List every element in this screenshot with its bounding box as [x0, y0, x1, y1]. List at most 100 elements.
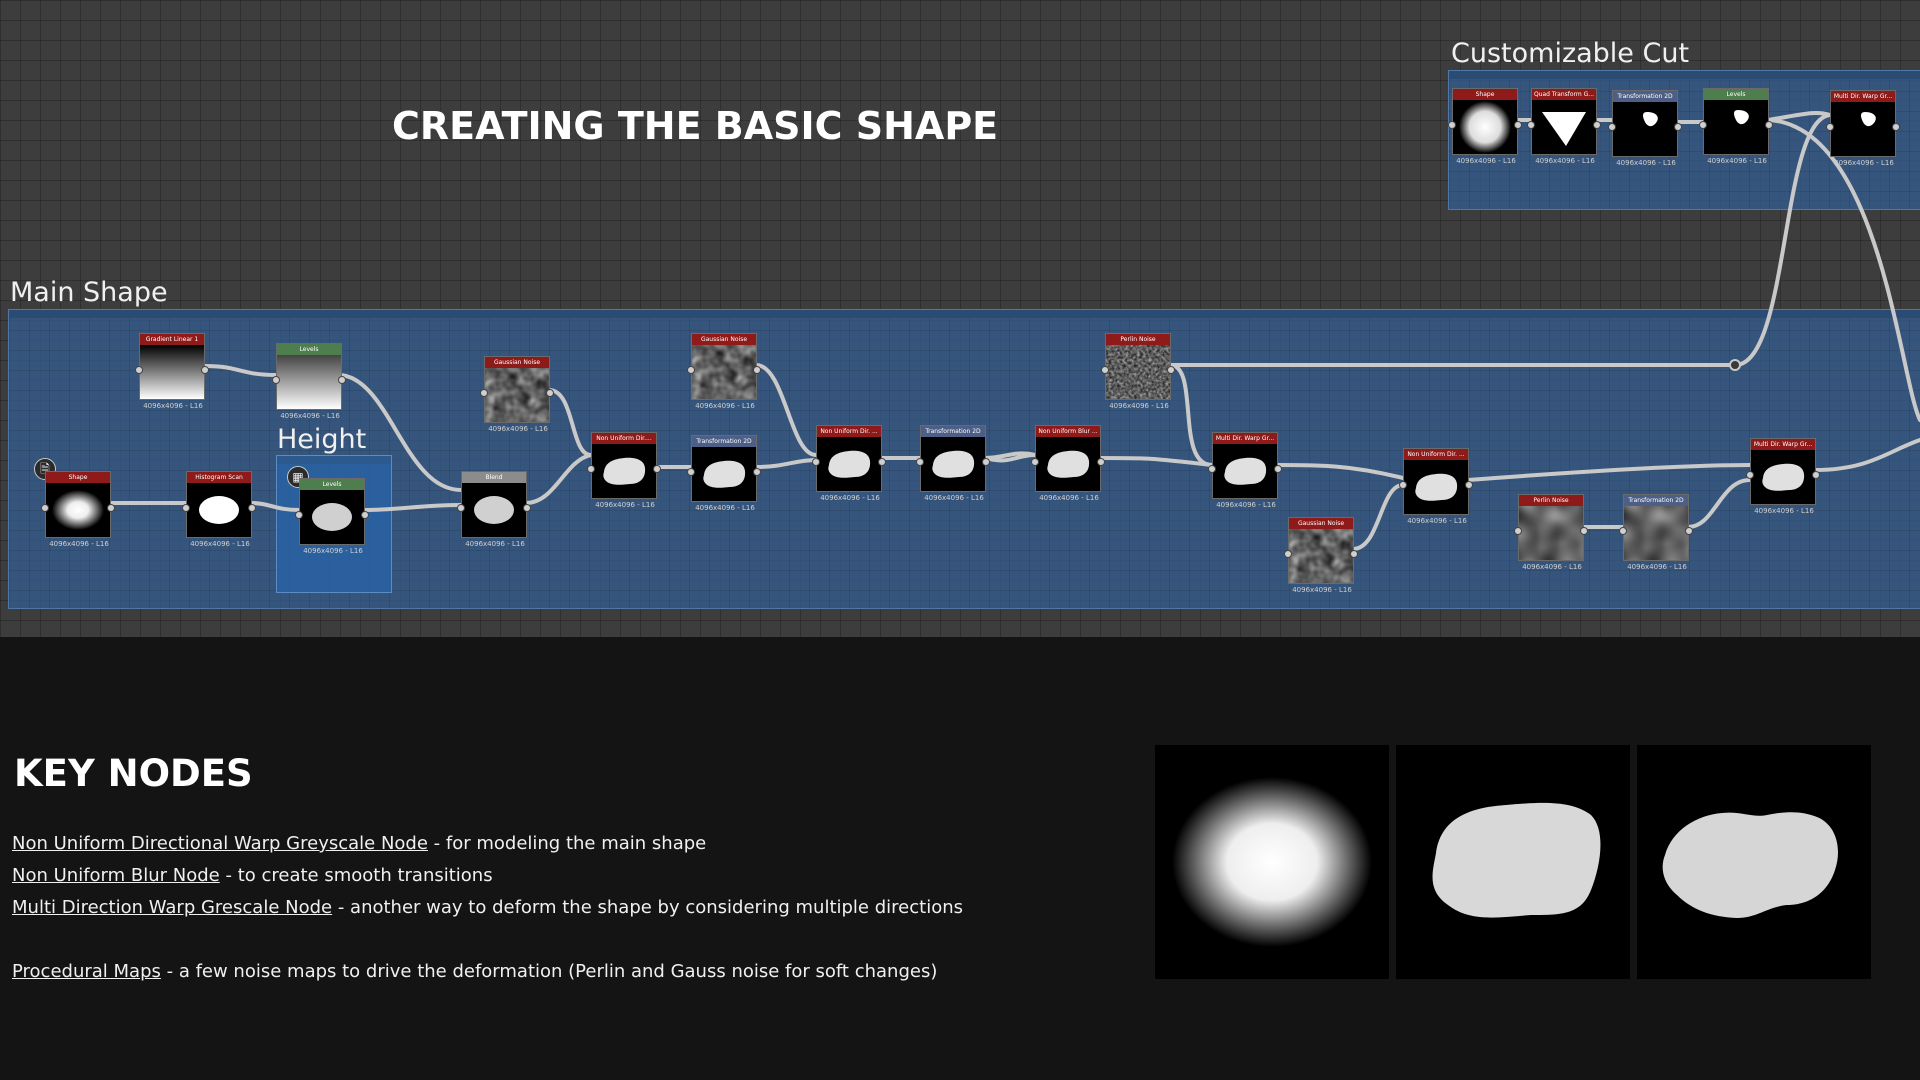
output-port[interactable]	[1580, 527, 1588, 535]
input-port[interactable]	[1514, 527, 1522, 535]
output-port[interactable]	[982, 458, 990, 466]
output-port[interactable]	[1765, 121, 1773, 129]
node-thumbnail	[1036, 437, 1100, 491]
input-port[interactable]	[1101, 366, 1109, 374]
node-cut-quad[interactable]: Quad Transform G...4096x4096 - L16	[1527, 88, 1601, 165]
input-port[interactable]	[457, 504, 465, 512]
output-port[interactable]	[248, 504, 256, 512]
output-port[interactable]	[1514, 121, 1522, 129]
input-port[interactable]	[587, 465, 595, 473]
node-title: Shape	[1453, 89, 1517, 100]
output-port[interactable]	[1350, 550, 1358, 558]
output-port[interactable]	[1465, 481, 1473, 489]
node-resolution: 4096x4096 - L16	[1407, 517, 1467, 525]
output-port[interactable]	[1812, 471, 1820, 479]
input-port[interactable]	[1619, 527, 1627, 535]
output-port[interactable]	[1593, 121, 1601, 129]
input-port[interactable]	[1746, 471, 1754, 479]
input-port[interactable]	[480, 389, 488, 397]
node-thumbnail	[1613, 102, 1677, 156]
node-resolution: 4096x4096 - L16	[1456, 157, 1516, 165]
node-nudw3[interactable]: Non Uniform Dir. ...4096x4096 - L16	[1399, 448, 1473, 525]
output-port[interactable]	[1167, 366, 1175, 374]
input-port[interactable]	[812, 458, 820, 466]
input-port[interactable]	[1208, 465, 1216, 473]
input-port[interactable]	[135, 366, 143, 374]
output-port[interactable]	[107, 504, 115, 512]
input-port[interactable]	[1031, 458, 1039, 466]
output-port[interactable]	[201, 366, 209, 374]
output-port[interactable]	[1674, 123, 1682, 131]
node-connections	[108, 110, 1920, 551]
output-port[interactable]	[546, 389, 554, 397]
input-port[interactable]	[1527, 121, 1535, 129]
node-mdw2[interactable]: Multi Dir. Warp Gr...4096x4096 - L16	[1746, 438, 1820, 515]
node-resolution: 4096x4096 - L16	[303, 547, 363, 555]
node-thumbnail	[1532, 100, 1596, 154]
node-nudw2[interactable]: Non Uniform Dir. ...4096x4096 - L16	[812, 425, 886, 502]
node-graph-canvas[interactable]: Customizable Cut Main Shape Height CREAT…	[0, 0, 1920, 637]
node-resolution: 4096x4096 - L16	[143, 402, 203, 410]
node-nudw1[interactable]: Non Uniform Dir....4096x4096 - L16	[587, 432, 661, 509]
input-port[interactable]	[687, 468, 695, 476]
input-port[interactable]	[687, 366, 695, 374]
node-resolution: 4096x4096 - L16	[695, 504, 755, 512]
input-port[interactable]	[1284, 550, 1292, 558]
link-non-uniform-directional-warp[interactable]: Non Uniform Directional Warp Greyscale N…	[12, 833, 428, 854]
node-title: Levels	[1704, 89, 1768, 100]
input-port[interactable]	[916, 458, 924, 466]
output-port[interactable]	[878, 458, 886, 466]
input-port[interactable]	[272, 376, 280, 384]
output-port[interactable]	[1274, 465, 1282, 473]
output-port[interactable]	[653, 465, 661, 473]
node-resolution: 4096x4096 - L16	[1292, 586, 1352, 594]
output-port[interactable]	[1097, 458, 1105, 466]
output-port[interactable]	[1892, 123, 1900, 131]
output-port[interactable]	[338, 376, 346, 384]
output-port[interactable]	[753, 366, 761, 374]
input-port[interactable]	[1826, 123, 1834, 131]
node-cut-warp[interactable]: Multi Dir. Warp Gr...4096x4096 - L16	[1826, 90, 1900, 167]
output-port[interactable]	[361, 511, 369, 519]
input-port[interactable]	[182, 504, 190, 512]
link-non-uniform-blur[interactable]: Non Uniform Blur Node	[12, 865, 220, 886]
wire	[1766, 110, 1832, 122]
wire	[1275, 463, 1405, 480]
input-port[interactable]	[1699, 121, 1707, 129]
output-port[interactable]	[523, 504, 531, 512]
link-procedural-maps[interactable]: Procedural Maps	[12, 961, 161, 982]
node-mdw1[interactable]: Multi Dir. Warp Gr...4096x4096 - L16	[1208, 432, 1282, 509]
preview-detailed-blob	[1637, 745, 1871, 979]
node-nublur[interactable]: Non Uniform Blur ...4096x4096 - L16	[1031, 425, 1105, 502]
node-cut-shape[interactable]: Shape 4096x4096 - L16	[1448, 88, 1522, 165]
input-port[interactable]	[41, 504, 49, 512]
node-thumbnail	[1404, 460, 1468, 514]
input-port[interactable]	[295, 511, 303, 519]
input-port[interactable]	[1608, 123, 1616, 131]
input-port[interactable]	[1448, 121, 1456, 129]
output-port[interactable]	[1685, 527, 1693, 535]
output-port[interactable]	[753, 468, 761, 476]
wire	[1168, 363, 1214, 467]
input-port[interactable]	[1399, 481, 1407, 489]
node-thumbnail	[187, 483, 251, 537]
link-multi-direction-warp[interactable]: Multi Direction Warp Grescale Node	[12, 897, 333, 918]
node-title: Transformation 2D	[921, 426, 985, 437]
preview-warped-blob	[1396, 745, 1630, 979]
